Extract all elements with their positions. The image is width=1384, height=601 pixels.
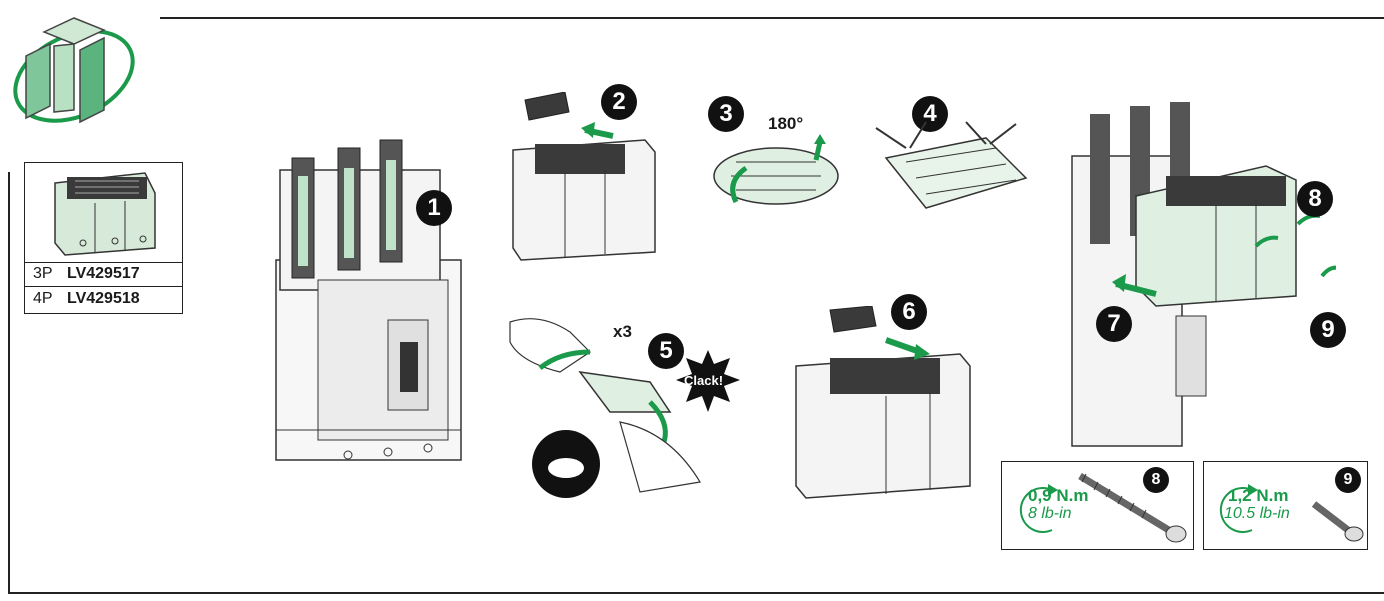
step5-break-tabs-illustration — [509, 318, 701, 498]
step7-9-assembly-illustration — [1071, 102, 1336, 447]
torque-arrow-icon — [1019, 484, 1058, 533]
step4-pliers-illustration — [875, 121, 1028, 209]
frame-left-line — [8, 172, 10, 594]
terminal-shield-thumbnail — [25, 172, 182, 263]
step1-breaker-illustration — [275, 139, 462, 461]
torque-value-nm: 0,9 N.m — [1028, 486, 1089, 505]
frame-top-line — [160, 17, 1384, 19]
product-cube-logo — [13, 17, 135, 124]
rotation-angle-label: 180° — [768, 114, 804, 133]
step-6-badge: 6 — [891, 294, 927, 330]
reference-row-4p: 4P LV429518 — [25, 287, 182, 311]
torque-value-lbin: 10.5 lb-in — [1224, 505, 1290, 522]
frame-bottom-line — [8, 592, 1384, 594]
step-4-badge: 4 — [912, 96, 948, 132]
torque-value-lbin: 8 lb-in — [1028, 505, 1072, 522]
short-screw-icon — [1311, 501, 1364, 542]
clack-sound-label: Clack! — [684, 373, 724, 388]
step6-shield-install-illustration — [795, 306, 971, 499]
clack-burst-icon — [676, 350, 740, 412]
reference-table: 3P LV429517 4P LV429518 — [24, 162, 183, 314]
long-screw-icon — [1078, 473, 1187, 543]
step3-rotate-illustration — [713, 134, 839, 205]
torque-box-screw-8: 0,9 N.m 8 lb-in 8 — [1001, 461, 1194, 550]
step-1-badge: 1 — [416, 190, 452, 226]
torque-value-nm: 1,2 N.m — [1228, 486, 1289, 505]
step2-shield-remove-illustration — [512, 92, 656, 261]
poles-label: 4P — [33, 290, 53, 307]
product-code: LV429518 — [67, 290, 140, 307]
torque-box-screw-9: 1,2 N.m 10.5 lb-in 9 — [1203, 461, 1368, 550]
torque-arrow-icon — [1219, 484, 1258, 533]
poles-label: 3P — [33, 265, 53, 282]
product-code: LV429517 — [67, 265, 140, 282]
torque-ref-badge: 8 — [1143, 467, 1169, 493]
step-3-badge: 3 — [708, 96, 744, 132]
step-7-badge: 7 — [1096, 306, 1132, 342]
step-9-badge: 9 — [1310, 312, 1346, 348]
step-5-badge: 5 — [648, 333, 684, 369]
repeat-count-label: x3 — [613, 322, 632, 341]
reference-row-3p: 3P LV429517 — [25, 262, 182, 287]
torque-ref-badge: 9 — [1335, 467, 1361, 493]
step-8-badge: 8 — [1297, 181, 1333, 217]
step-2-badge: 2 — [601, 84, 637, 120]
